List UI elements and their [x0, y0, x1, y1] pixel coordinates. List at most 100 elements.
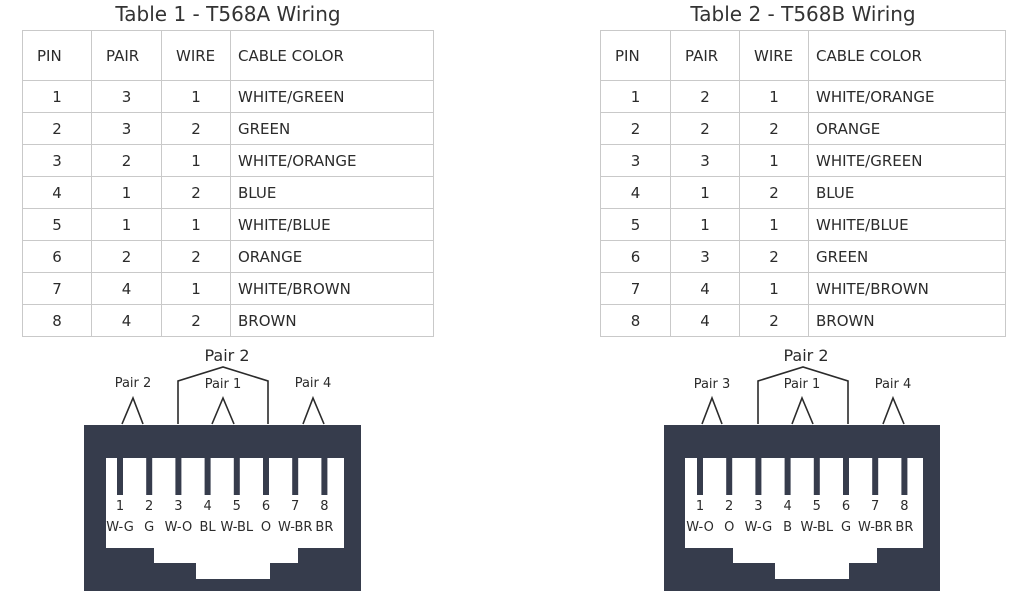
pin-number: 5: [233, 499, 241, 514]
cell-pin: 7: [600, 272, 671, 305]
pair-label-center: Pair 1: [784, 377, 821, 392]
cell-pair: 4: [670, 272, 740, 305]
pin-color-code: BL: [200, 520, 217, 535]
pin-color-code: W-BR: [278, 520, 313, 535]
t568b-jack-diagram: Pair 2 Pair 3 Pair 1 Pair 4 1W-O2O3W-G4B…: [664, 346, 940, 591]
cell-wire: 2: [739, 240, 809, 273]
cell-pin: 5: [22, 208, 92, 241]
cell-cable-color: BROWN: [808, 304, 1006, 337]
header-pin: PIN: [22, 30, 92, 81]
pin-color-code: W-BL: [800, 520, 833, 535]
pin-number: 5: [813, 499, 821, 514]
cell-pin: 2: [600, 112, 671, 145]
pin-color-code: W-O: [686, 520, 714, 535]
cell-pair: 4: [91, 304, 162, 337]
pin-contact: [755, 458, 762, 495]
pin-contact: [321, 458, 328, 495]
cell-cable-color: WHITE/BROWN: [230, 272, 434, 305]
cell-wire: 1: [739, 208, 809, 241]
header-pair: PAIR: [91, 30, 162, 81]
cell-cable-color: ORANGE: [808, 112, 1006, 145]
pin-contact: [204, 458, 211, 495]
pin-number: 8: [900, 499, 908, 514]
pin-number: 1: [116, 499, 124, 514]
cell-pair: 3: [91, 112, 162, 145]
cell-wire: 2: [161, 304, 231, 337]
cell-wire: 1: [161, 80, 231, 113]
pair-marker-center: [791, 395, 814, 425]
cell-pin: 3: [22, 144, 92, 177]
cell-pin: 6: [600, 240, 671, 273]
pair-marker-right: [302, 395, 325, 425]
table-1-title: Table 1 - T568A Wiring: [115, 2, 341, 26]
table-2-title: Table 2 - T568B Wiring: [690, 2, 916, 26]
cell-pair: 3: [670, 144, 740, 177]
pin-number: 1: [696, 499, 704, 514]
cell-pair: 3: [670, 240, 740, 273]
cell-cable-color: WHITE/GREEN: [808, 144, 1006, 177]
cell-pin: 2: [22, 112, 92, 145]
pin-color-code: B: [783, 520, 792, 535]
header-wire: WIRE: [161, 30, 231, 81]
pin-number: 2: [725, 499, 733, 514]
cell-wire: 2: [161, 112, 231, 145]
pin-color-code: O: [261, 520, 271, 535]
pair-markers: [701, 395, 905, 425]
cell-pin: 4: [22, 176, 92, 209]
pair-marker-left: [701, 395, 723, 425]
pair-label-left: Pair 3: [694, 377, 731, 392]
pair-label-top: Pair 2: [204, 346, 249, 365]
pair-marker-center: [211, 395, 235, 425]
pair-label-top: Pair 2: [783, 346, 828, 365]
cell-pin: 6: [22, 240, 92, 273]
pin-number: 7: [291, 499, 299, 514]
pin-contact: [146, 458, 153, 495]
pin-contact: [697, 458, 703, 495]
pin-color-code: BR: [315, 520, 333, 535]
pair-bracket-top: [177, 366, 269, 424]
cell-wire: 1: [739, 80, 809, 113]
pin-number: 8: [320, 499, 328, 514]
pin-number: 6: [262, 499, 270, 514]
cell-pair: 2: [670, 80, 740, 113]
cell-pair: 2: [91, 144, 162, 177]
cell-wire: 2: [739, 304, 809, 337]
header-cable-color: CABLE COLOR: [230, 30, 434, 81]
cell-wire: 1: [161, 208, 231, 241]
pair-label-right: Pair 4: [875, 377, 912, 392]
cell-wire: 1: [739, 272, 809, 305]
pair-label-center: Pair 1: [205, 377, 242, 392]
cell-pair: 4: [91, 272, 162, 305]
cell-cable-color: BLUE: [230, 176, 434, 209]
pin-contact: [117, 458, 123, 495]
cell-wire: 1: [161, 144, 231, 177]
pin-color-code: O: [724, 520, 734, 535]
pin-number: 3: [754, 499, 762, 514]
jack-body: [664, 425, 940, 591]
pin-contact: [263, 458, 269, 495]
cell-wire: 1: [161, 272, 231, 305]
cell-wire: 2: [739, 176, 809, 209]
cell-cable-color: ORANGE: [230, 240, 434, 273]
cell-cable-color: WHITE/ORANGE: [230, 144, 434, 177]
cell-pin: 7: [22, 272, 92, 305]
header-pair: PAIR: [670, 30, 740, 81]
pair-markers: [121, 395, 325, 425]
cell-wire: 1: [739, 144, 809, 177]
cell-pair: 2: [670, 112, 740, 145]
cell-pair: 1: [91, 176, 162, 209]
pin-color-code: W-G: [106, 520, 134, 535]
cell-cable-color: WHITE/BROWN: [808, 272, 1006, 305]
pair-marker-right: [882, 395, 905, 425]
cell-cable-color: WHITE/ORANGE: [808, 80, 1006, 113]
cell-pair: 1: [670, 176, 740, 209]
